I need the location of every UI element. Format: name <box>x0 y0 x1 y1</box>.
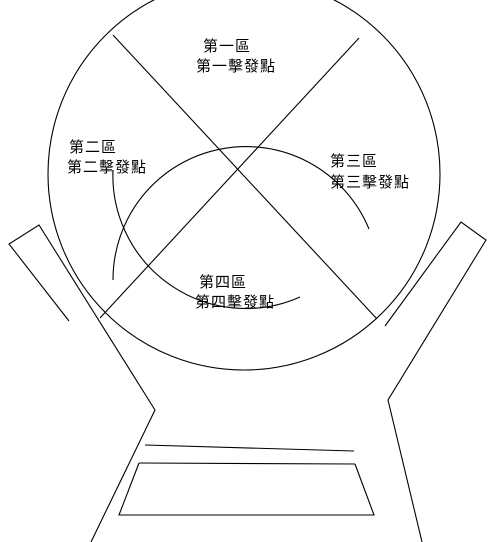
zone-3-point-label: 第三擊發點 <box>330 173 410 191</box>
right-support-arm <box>384 221 487 542</box>
diagonal-line-2 <box>99 37 360 319</box>
outer-circle <box>47 0 441 371</box>
diagonal-line-1 <box>112 34 378 320</box>
inner-arc-upper <box>112 146 370 281</box>
zone-4-point-label: 第四擊發點 <box>195 293 275 311</box>
zone-2-label: 第二區 <box>69 138 117 156</box>
inner-arc-lower <box>112 169 301 310</box>
base-top-line <box>144 444 355 452</box>
zone-1-point-label: 第一擊發點 <box>196 57 276 75</box>
zone-2-point-label: 第二擊發點 <box>67 158 147 176</box>
base-bottom-outline <box>118 462 375 516</box>
left-support-arm <box>8 224 156 542</box>
zone-4-label: 第四區 <box>199 273 247 291</box>
zone-3-label: 第三區 <box>330 152 378 170</box>
zone-1-label: 第一區 <box>203 37 251 55</box>
base-mid-line <box>138 462 356 465</box>
